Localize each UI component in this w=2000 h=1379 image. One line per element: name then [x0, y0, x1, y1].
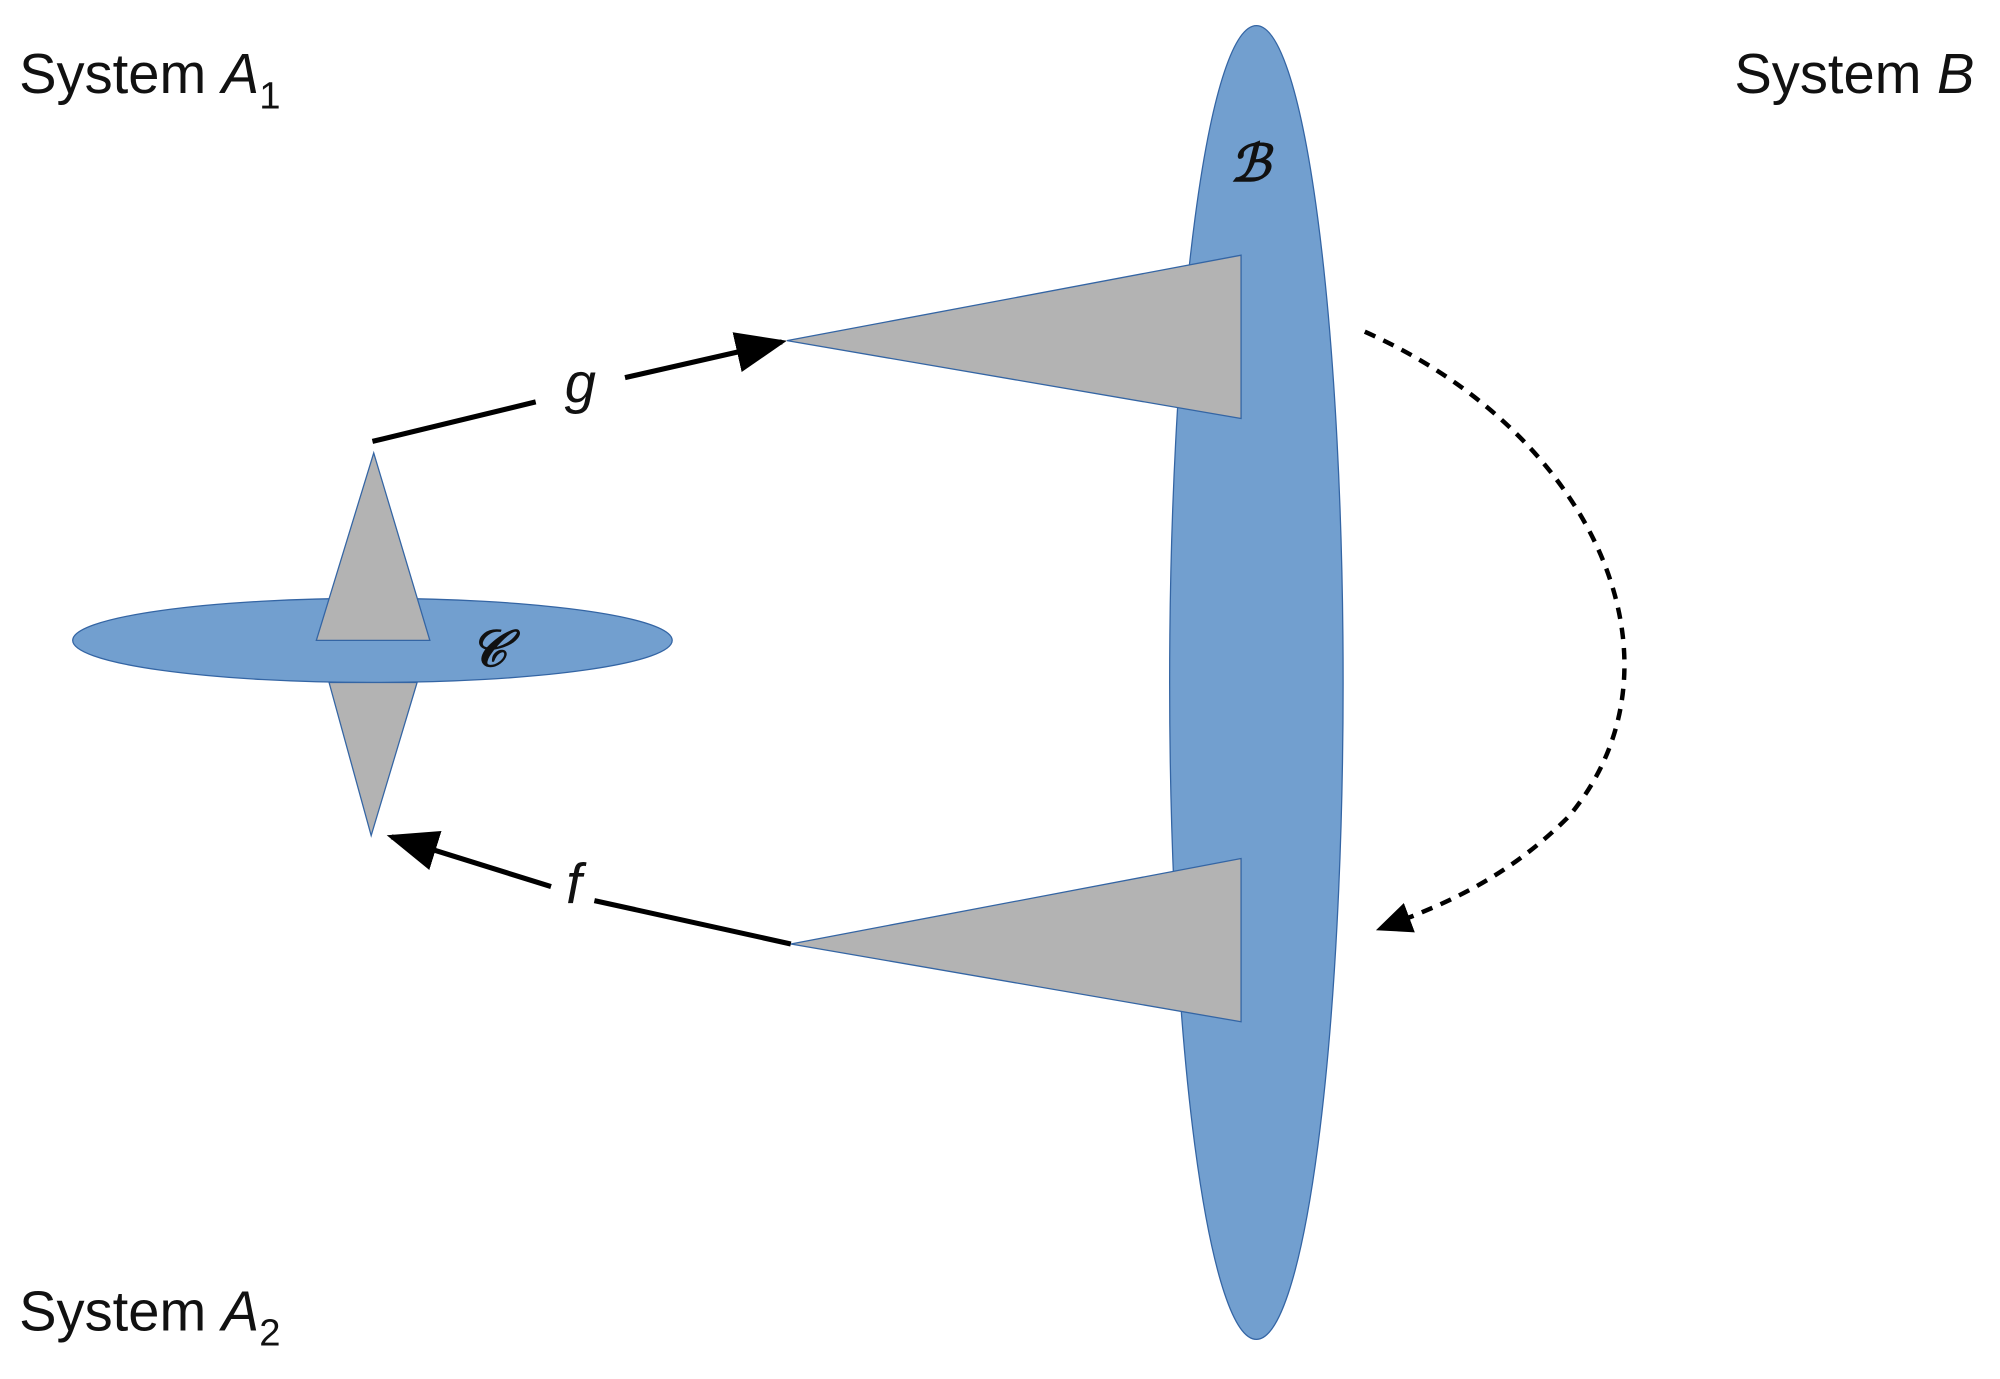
b-upper-triangle: [786, 254, 1242, 420]
c-lower-triangle: [328, 681, 418, 838]
map-f-label: f: [566, 852, 587, 915]
set-b-label: ℬ: [1230, 134, 1274, 194]
g-arrow-head: [624, 332, 787, 381]
set-b-ellipse: [1169, 24, 1344, 1341]
system-a1-label: System A1: [19, 42, 280, 117]
system-a2-label: System A2: [19, 1279, 280, 1354]
f-arrow-tail: [593, 898, 792, 947]
system-b-label: System B: [1734, 42, 1974, 105]
g-arrow-tail: [371, 399, 537, 444]
f-arrow-head: [386, 831, 552, 890]
dashed-transition-arrow: [1363, 329, 1627, 933]
c-upper-triangle: [315, 450, 431, 642]
b-lower-triangle: [790, 857, 1242, 1023]
map-g-label: g: [565, 351, 596, 414]
